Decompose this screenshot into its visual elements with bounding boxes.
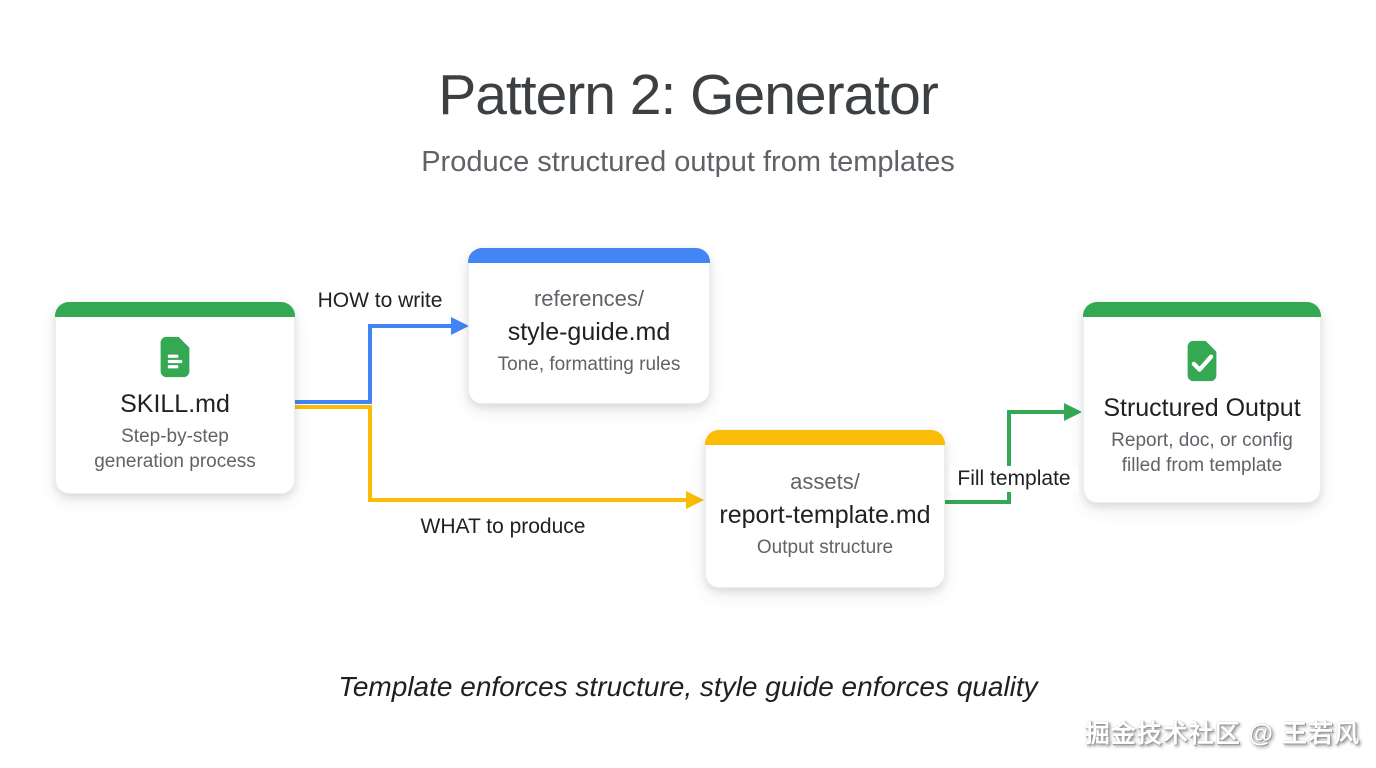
page-title: Pattern 2: Generator — [438, 63, 939, 127]
watermark-text: 掘金技术社区 @ 王若风 — [1084, 720, 1360, 748]
node-path: references/ — [533, 286, 645, 312]
node-skill-md: SKILL.md Step-by-step generation process — [55, 302, 295, 494]
node-structured-output: Structured Output Report, doc, or config… — [1083, 302, 1321, 503]
accent-bar-yellow — [705, 430, 945, 445]
edge-fill-segment — [945, 500, 1011, 504]
node-subtitle: Tone, formatting rules — [497, 354, 681, 376]
accent-bar-blue — [468, 248, 710, 263]
accent-bar-green — [1083, 302, 1321, 317]
node-title: report-template.md — [719, 501, 931, 530]
node-title: SKILL.md — [120, 389, 230, 418]
node-title: Structured Output — [1103, 394, 1301, 423]
edge-how-arrowhead — [451, 317, 469, 335]
node-report-template-md: assets/ report-template.md Output struct… — [705, 430, 945, 588]
node-subtitle: Step-by-step generation process — [94, 425, 256, 472]
node-subtitle: Output structure — [756, 537, 894, 559]
edge-fill-segment — [1007, 412, 1011, 504]
node-title: style-guide.md — [507, 318, 671, 347]
edge-how-segment — [368, 324, 452, 328]
node-path: assets/ — [790, 469, 860, 495]
accent-bar-green — [55, 302, 295, 317]
document-check-icon — [1179, 338, 1225, 384]
edge-what-segment — [293, 405, 372, 409]
edge-label-what-to-produce: WHAT to produce — [420, 515, 586, 538]
edge-label-fill-template: Fill template — [950, 466, 1078, 492]
edge-how-segment — [293, 400, 372, 404]
page-subtitle: Produce structured output from templates — [421, 146, 955, 178]
edge-what-segment — [368, 498, 687, 502]
edge-how-segment — [368, 326, 372, 404]
edge-what-segment — [368, 405, 372, 502]
edge-label-how-to-write: HOW to write — [317, 289, 443, 312]
node-subtitle: Report, doc, or config filled from templ… — [1111, 430, 1293, 476]
edge-what-arrowhead — [686, 491, 704, 509]
edge-fill-arrowhead — [1064, 403, 1082, 421]
node-style-guide-md: references/ style-guide.md Tone, formatt… — [468, 248, 710, 404]
bottom-caption: Template enforces structure, style guide… — [338, 671, 1038, 702]
document-icon — [152, 334, 198, 380]
edge-fill-segment — [1007, 410, 1065, 414]
